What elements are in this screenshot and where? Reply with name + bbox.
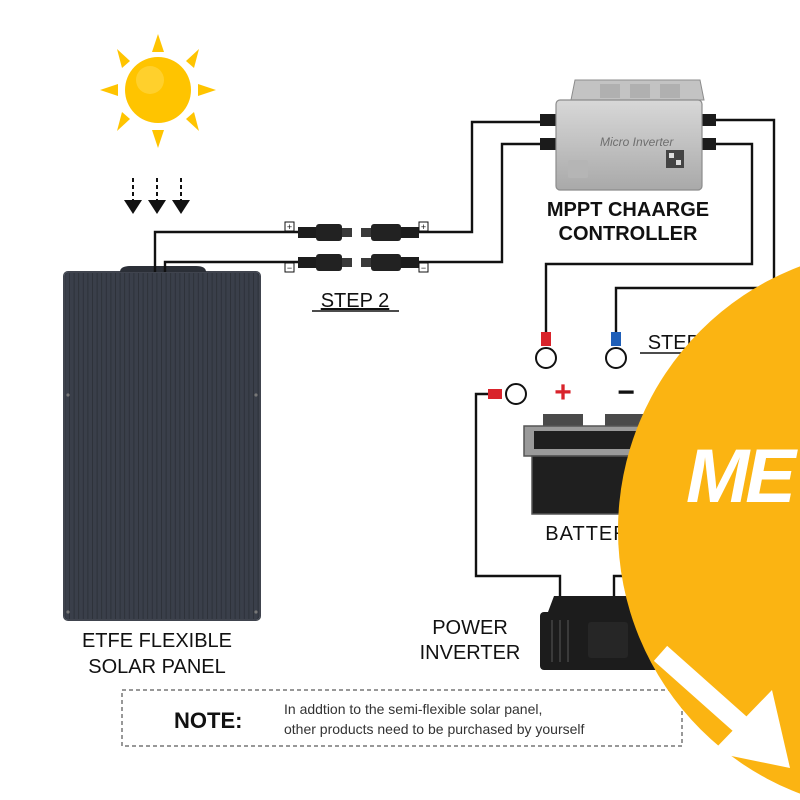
solar-panel [63, 266, 261, 621]
sun-icon [100, 34, 216, 148]
inverter-label-line2: INVERTER [420, 642, 521, 664]
inverter-label-line1: POWER [432, 617, 508, 639]
svg-text:+: + [421, 222, 426, 232]
controller-device-text: Micro Inverter [600, 135, 674, 149]
step-2-label: STEP 2 [321, 290, 390, 312]
controller-positive-terminal-icon [535, 332, 557, 369]
controller-input-wires [419, 120, 540, 264]
svg-text:−: − [421, 263, 426, 273]
controller-label-line1: MPPT CHAARGE [547, 199, 709, 221]
panel-label-line1: ETFE FLEXIBLE [82, 630, 232, 652]
controller-negative-terminal-icon [605, 332, 627, 369]
note-title: NOTE: [174, 708, 242, 733]
svg-text:−: − [287, 263, 292, 273]
brand-badge: ME [618, 266, 800, 794]
svg-text:+: + [287, 222, 292, 232]
mppt-controller: Micro Inverter [540, 79, 716, 191]
note-line1: In addtion to the semi-flexible solar pa… [284, 701, 542, 717]
controller-label-line2: CONTROLLER [559, 223, 698, 245]
arrow-down-right-icon [653, 645, 790, 768]
badge-text: ME [686, 434, 798, 519]
panel-label-line2: SOLAR PANEL [88, 656, 225, 678]
note-line2: other products need to be purchased by y… [284, 721, 585, 737]
mc4-connector-negative-icon: − − [284, 254, 429, 273]
battery-label: BATTERY [545, 523, 642, 545]
panel-wires [153, 230, 300, 272]
positive-sign: + [554, 376, 572, 409]
sunlight-arrows-icon [124, 178, 190, 214]
negative-sign: − [617, 376, 635, 409]
mc4-connector-positive-icon: + + [284, 221, 429, 241]
inverter-positive-terminal-icon [488, 383, 527, 405]
note-box [121, 689, 683, 747]
